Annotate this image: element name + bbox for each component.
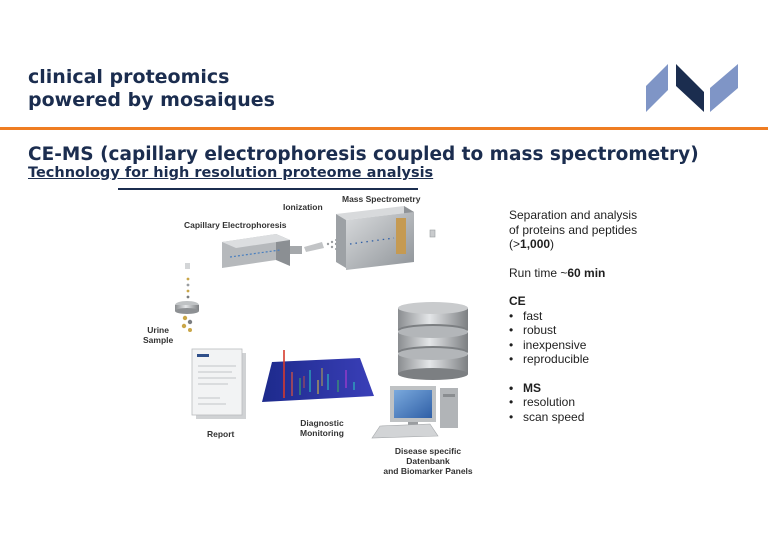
label-diagnostic-line-1: Diagnostic (300, 418, 344, 428)
info-count-value: 1,000 (520, 237, 551, 251)
tagline-line-1: clinical proteomics (28, 66, 230, 88)
info-ms-item: resolution (509, 395, 739, 410)
info-separation-line-2: of proteins and peptides (509, 222, 638, 237)
diagnostic-3d-plot-icon (262, 350, 374, 402)
ce-instrument-icon (222, 234, 302, 268)
label-database-line-2: Datenbank (406, 456, 450, 466)
label-urine-line-2: Sample (143, 335, 174, 345)
tagline-line-2: powered by mosaiques (28, 89, 275, 111)
workstation-computer-icon (371, 386, 458, 439)
slide-title: CE-MS (capillary electrophoresis coupled… (28, 144, 699, 165)
info-panel: Separation and analysis of proteins and … (509, 208, 739, 424)
info-ce-item: fast (509, 309, 739, 324)
info-separation-line-1: Separation and analysis (509, 208, 638, 222)
subtitle-rule (118, 188, 418, 190)
mosaiques-logo (646, 64, 738, 112)
label-diagnostic-monitoring: Diagnostic Monitoring (300, 418, 344, 438)
info-ce-item: reproducible (509, 352, 739, 367)
ionization-spray-icon (304, 239, 338, 252)
info-ce-item: inexpensive (509, 338, 739, 353)
label-capillary-electrophoresis: Capillary Electrophoresis (184, 220, 287, 230)
info-runtime-value: 60 min (567, 265, 606, 280)
slide-subtitle: Technology for high resolution proteome … (28, 165, 434, 181)
database-icon (398, 302, 468, 380)
info-count: (>1,000) (509, 237, 555, 251)
label-mass-spectrometry: Mass Spectrometry (342, 194, 421, 204)
info-ms-heading: MS (509, 381, 739, 396)
label-ionization: Ionization (283, 202, 323, 212)
label-urine-line-1: Urine (147, 325, 169, 335)
report-document-icon (191, 348, 246, 419)
info-ce-heading: CE (509, 294, 526, 308)
info-ce-item: robust (509, 323, 739, 338)
info-runtime: Run time ~60 min (509, 265, 606, 280)
logo-shape-right (710, 64, 738, 112)
label-database-line-3: and Biomarker Panels (383, 466, 473, 476)
info-ms-item: scan speed (509, 410, 739, 425)
mass-spectrometer-icon (336, 206, 414, 270)
header-divider (0, 127, 768, 130)
label-urine-sample: Urine Sample (143, 325, 173, 345)
label-disease-database: Disease specific Datenbank and Biomarker… (383, 446, 473, 476)
brand-tagline: clinical proteomics powered by mosaiques (28, 66, 275, 112)
label-database-line-1: Disease specific (394, 446, 462, 456)
logo-shape-middle (676, 64, 704, 112)
label-report: Report (207, 429, 235, 439)
logo-shape-left (646, 64, 668, 112)
label-diagnostic-line-2: Monitoring (300, 428, 344, 438)
urine-sample-icon (175, 263, 199, 332)
detector-output-icon (429, 229, 436, 238)
